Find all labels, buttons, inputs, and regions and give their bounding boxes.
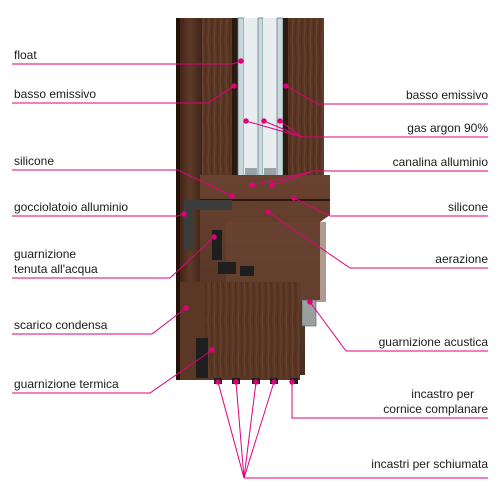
label-canalina: canalina alluminio (392, 155, 488, 169)
leader-lines (12, 58, 488, 479)
label-aerazione: aerazione (435, 252, 488, 266)
label-scarico-condensa: scarico condensa (14, 318, 108, 332)
label-basso-emissivo-right: basso emissivo (405, 88, 488, 102)
label-incastri-schiumata: incastri per schiumata (371, 457, 488, 471)
glass-panes (237, 17, 288, 199)
label-float: float (14, 48, 37, 62)
label-silicone-left: silicone (14, 154, 55, 168)
label-basso-emissivo-left: basso emissivo (14, 87, 97, 101)
label-silicone-right: silicone (447, 200, 488, 214)
label-guarnizione-tenuta-2: tenuta all'acqua (14, 262, 98, 276)
label-guarnizione-termica: guarnizione termica (14, 377, 119, 391)
label-gocciolatoio: gocciolatoio alluminio (14, 200, 129, 214)
label-incastro-2: cornice complanare (383, 402, 488, 416)
sash-wood (202, 18, 324, 200)
label-incastro-1: incastro per (411, 387, 474, 401)
label-guarnizione-acustica: guarnizione acustica (378, 335, 488, 349)
frame-profile (180, 282, 300, 380)
label-gas-argon: gas argon 90% (407, 121, 488, 135)
label-guarnizione-tenuta-1: guarnizione (14, 247, 77, 261)
aluminium-drip (184, 200, 232, 250)
